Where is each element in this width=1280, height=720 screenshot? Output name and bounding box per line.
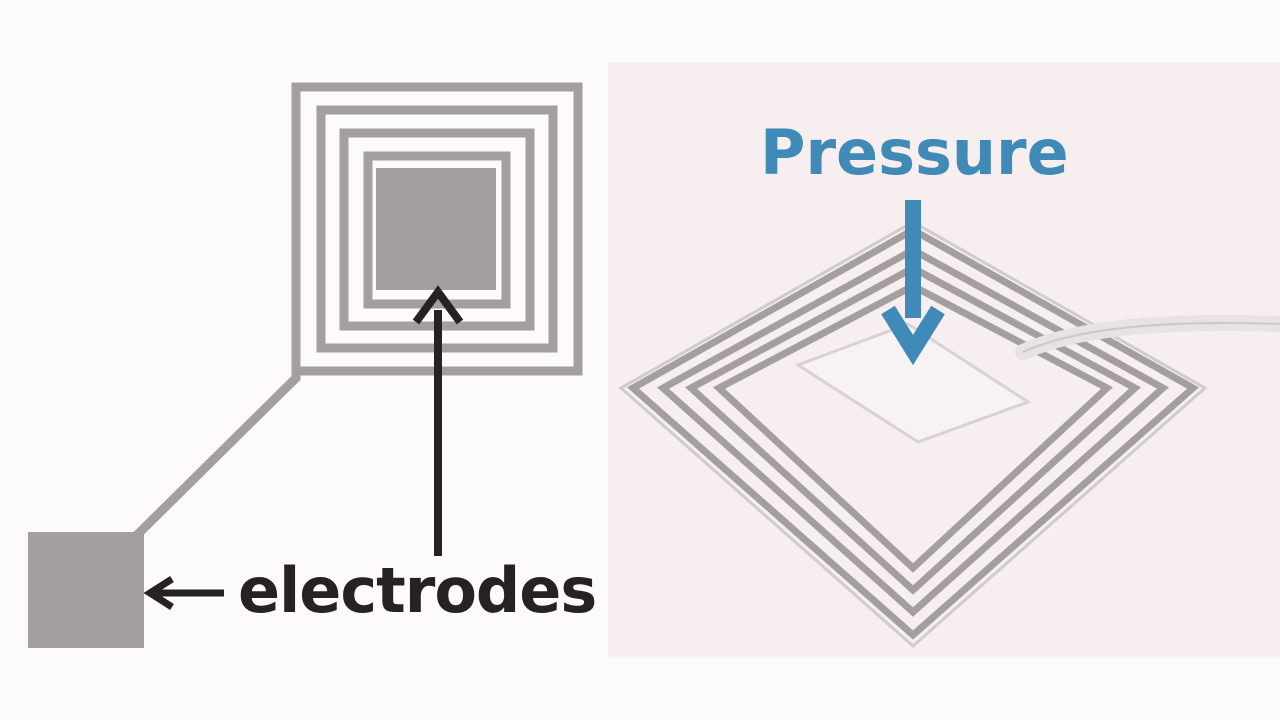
pressure-pad bbox=[794, 322, 1032, 444]
electrode-topview-photo bbox=[0, 0, 620, 720]
spiral-ring-4 bbox=[363, 151, 511, 309]
diamond-ring-3 bbox=[684, 264, 1142, 595]
sensor-perspective-photo bbox=[608, 62, 1280, 657]
electrode-topview-drawing bbox=[28, 82, 583, 648]
pressure-label: Pressure bbox=[760, 116, 1069, 189]
electrodes-label: electrodes bbox=[238, 554, 597, 627]
up-arrow-icon bbox=[412, 285, 464, 556]
sensor-perspective-drawing bbox=[608, 62, 1280, 657]
diamond-ring-4 bbox=[712, 282, 1114, 573]
pressure-arrow-icon bbox=[881, 200, 945, 366]
center-electrode-pad bbox=[376, 168, 496, 290]
lead-trace bbox=[132, 100, 301, 540]
contact-electrode-pad bbox=[28, 532, 144, 648]
left-arrow-icon bbox=[143, 576, 224, 610]
